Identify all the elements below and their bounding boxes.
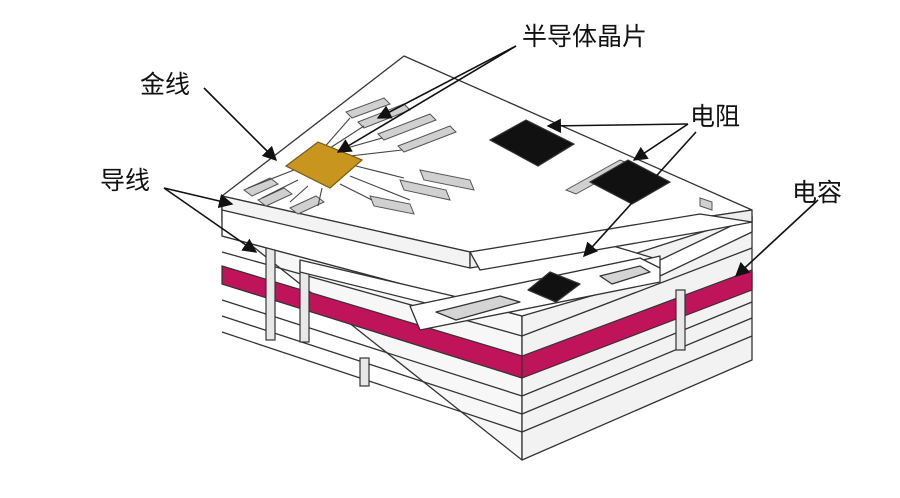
arrow-capacitor: [734, 199, 819, 277]
arrow-resistor-c: [583, 131, 697, 258]
annotation-arrows: [163, 45, 819, 277]
arrow-chip-b: [336, 45, 517, 153]
arrow-chip-a: [376, 45, 517, 119]
label-lead-wire: 导线: [100, 166, 151, 195]
label-semiconductor-chip: 半导体晶片: [522, 22, 648, 51]
arrow-gold-wire: [203, 87, 278, 162]
arrow-lead-a: [163, 187, 234, 209]
top-board: [221, 55, 753, 271]
semiconductor-chip: [284, 141, 364, 189]
arrow-resistor-b: [632, 123, 689, 161]
arrow-resistor-a: [546, 118, 689, 134]
capacitor-layer: [221, 265, 753, 379]
label-gold-wire: 金线: [140, 70, 191, 99]
resistor-components: [488, 119, 672, 205]
label-resistor: 电阻: [690, 102, 741, 131]
arrow-lead-b: [163, 187, 258, 253]
label-capacitor: 电容: [792, 178, 843, 207]
